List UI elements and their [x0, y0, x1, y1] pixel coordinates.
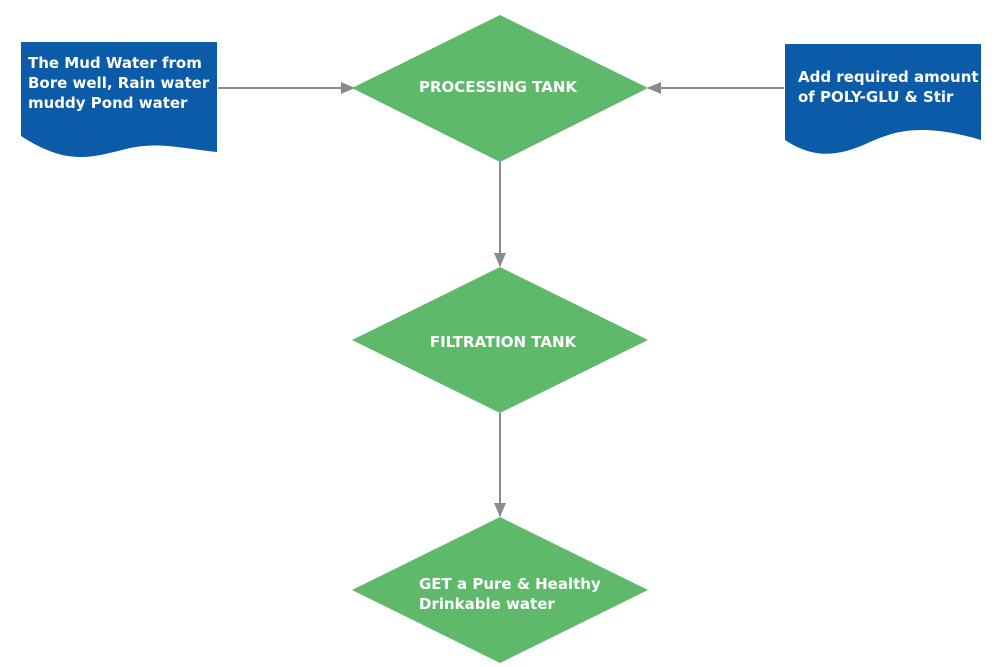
additive-document-shape: [785, 44, 981, 154]
source-text: The Mud Water from Bore well, Rain water…: [28, 54, 214, 112]
processing-node: PROCESSING TANK: [352, 15, 648, 162]
additive-text: Add required amount of POLY-GLU & Stir: [798, 68, 984, 106]
additive-line-1: Add required amount: [798, 68, 979, 86]
processing-line-1: PROCESSING TANK: [419, 78, 578, 96]
source-document-shape: [21, 42, 217, 157]
result-text: GET a Pure & Healthy Drinkable water: [419, 575, 606, 613]
source-line-2: Bore well, Rain water: [28, 74, 210, 92]
result-diamond: [352, 517, 648, 663]
filtration-line-1: FILTRATION TANK: [430, 333, 578, 351]
result-node: GET a Pure & Healthy Drinkable water: [352, 517, 648, 663]
additive-node: Add required amount of POLY-GLU & Stir: [785, 44, 984, 154]
processing-text: PROCESSING TANK: [419, 78, 578, 96]
result-line-1: GET a Pure & Healthy: [419, 575, 601, 593]
additive-line-2: of POLY-GLU & Stir: [798, 88, 954, 106]
result-line-2: Drinkable water: [419, 595, 555, 613]
filtration-diamond: [352, 267, 648, 413]
source-line-3: muddy Pond water: [28, 94, 188, 112]
filtration-text: FILTRATION TANK: [430, 333, 578, 351]
processing-diamond: [352, 15, 648, 162]
filtration-node: FILTRATION TANK: [352, 267, 648, 413]
source-line-1: The Mud Water from: [28, 54, 202, 72]
source-node: The Mud Water from Bore well, Rain water…: [21, 42, 217, 157]
